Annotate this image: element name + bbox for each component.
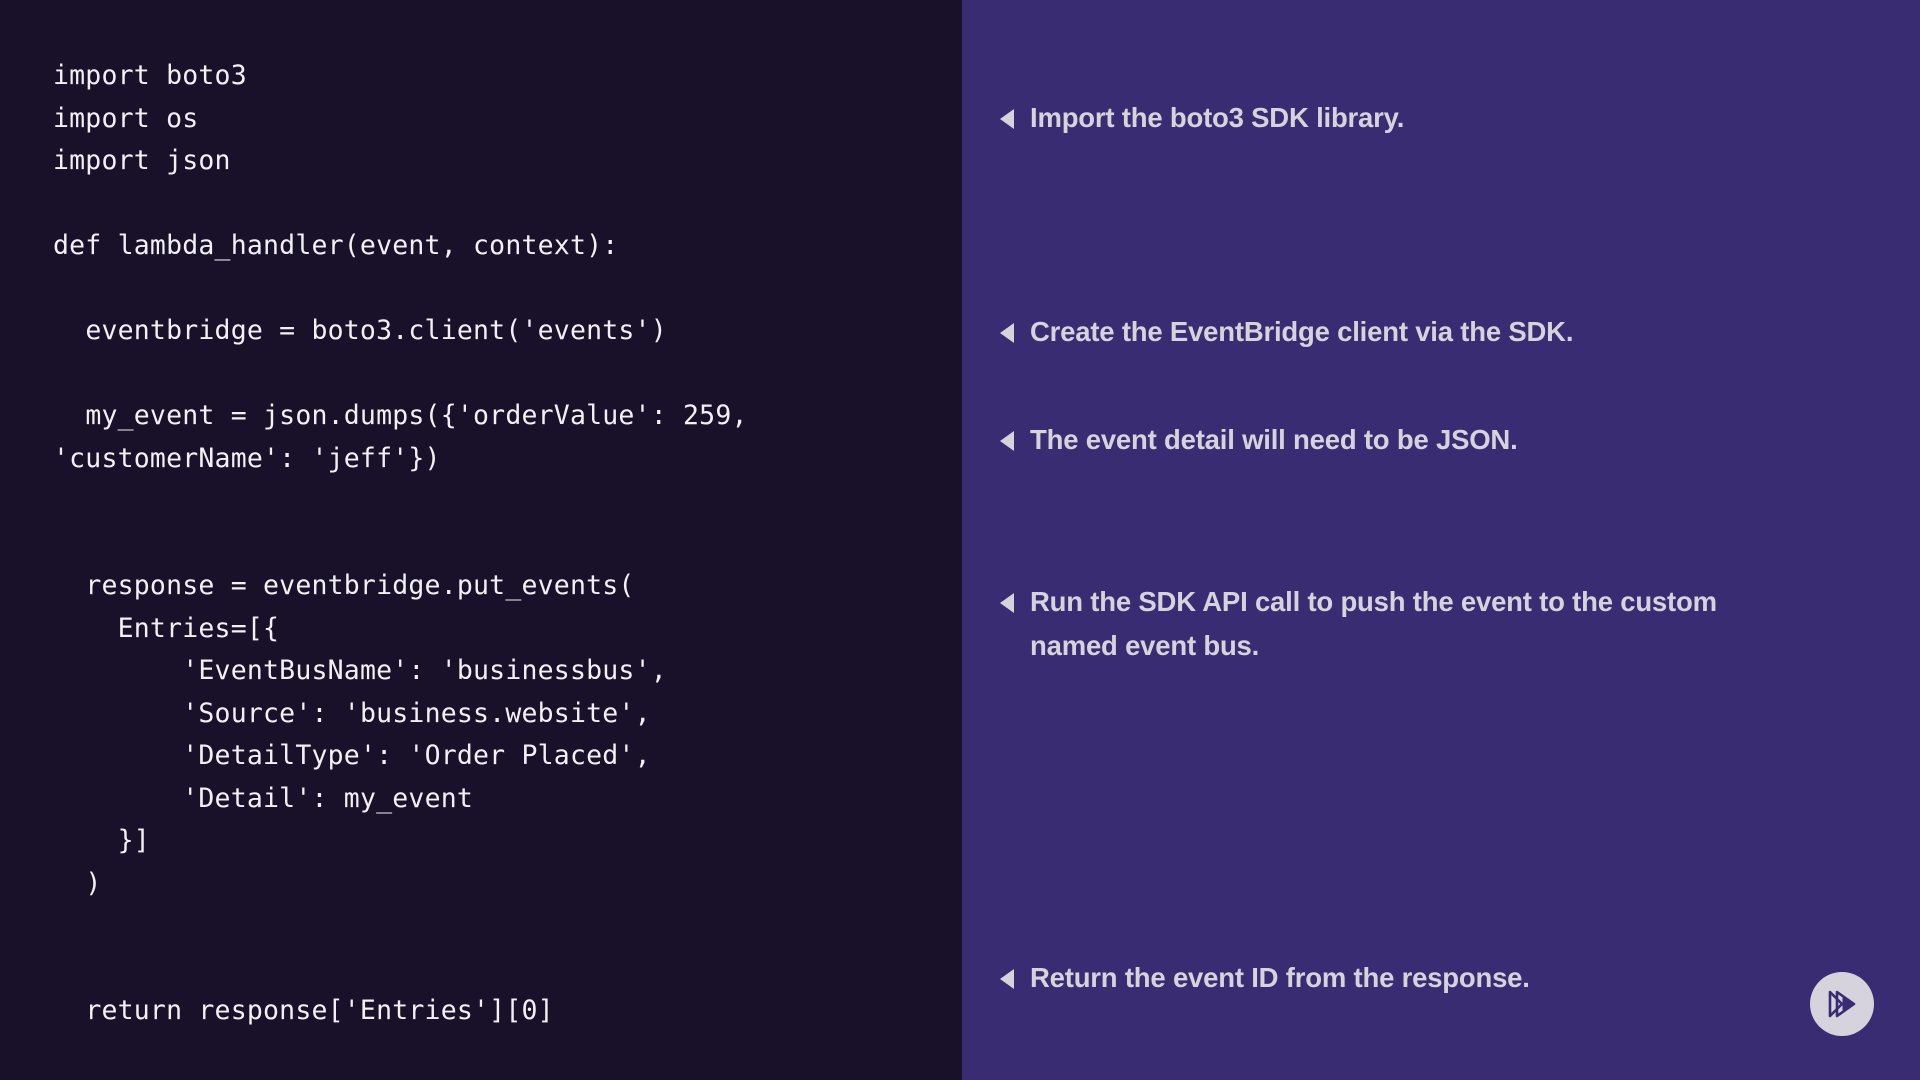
annotation-item: Import the boto3 SDK library. <box>1000 96 1890 140</box>
annotations-panel: Import the boto3 SDK library. Create the… <box>962 0 1920 1080</box>
code-panel: import boto3 import os import json def l… <box>53 60 748 1026</box>
left-triangle-icon <box>1000 431 1014 451</box>
python-code-block[interactable]: import boto3 import os import json def l… <box>53 60 748 1026</box>
left-triangle-icon <box>1000 593 1014 613</box>
annotation-text: The event detail will need to be JSON. <box>1030 424 1518 455</box>
annotation-item: Run the SDK API call to push the event t… <box>1000 580 1760 668</box>
annotation-text: Import the boto3 SDK library. <box>1030 102 1405 133</box>
left-triangle-icon <box>1000 323 1014 343</box>
nested-play-triangle-logo-icon[interactable] <box>1810 972 1874 1036</box>
left-triangle-icon <box>1000 109 1014 129</box>
annotation-item: Return the event ID from the response. <box>1000 956 1890 1000</box>
annotation-text: Run the SDK API call to push the event t… <box>1030 586 1717 661</box>
left-triangle-icon <box>1000 969 1014 989</box>
annotation-item: Create the EventBridge client via the SD… <box>1000 310 1890 354</box>
annotation-text: Return the event ID from the response. <box>1030 962 1530 993</box>
annotation-text: Create the EventBridge client via the SD… <box>1030 316 1574 347</box>
annotation-item: The event detail will need to be JSON. <box>1000 418 1890 462</box>
